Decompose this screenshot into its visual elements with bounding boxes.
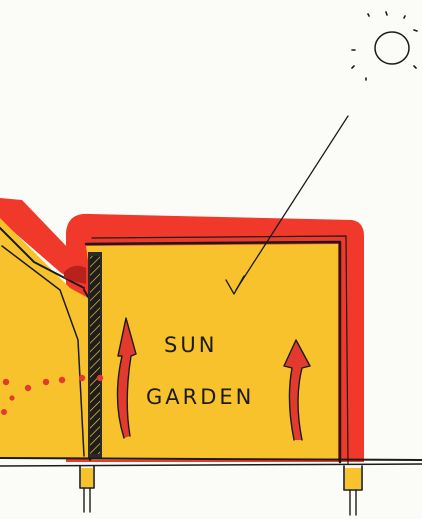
floor-line-lower — [0, 464, 422, 466]
label-garden: GARDEN — [146, 385, 254, 409]
label-sun: SUN — [164, 333, 217, 357]
foundation-left-fill — [81, 468, 93, 487]
sun-icon — [352, 12, 417, 80]
foundation-right-stem — [350, 490, 356, 515]
foundation-left-stem — [84, 488, 90, 512]
foundation-right-fill — [345, 468, 361, 489]
wall-post-hatch — [90, 256, 100, 454]
